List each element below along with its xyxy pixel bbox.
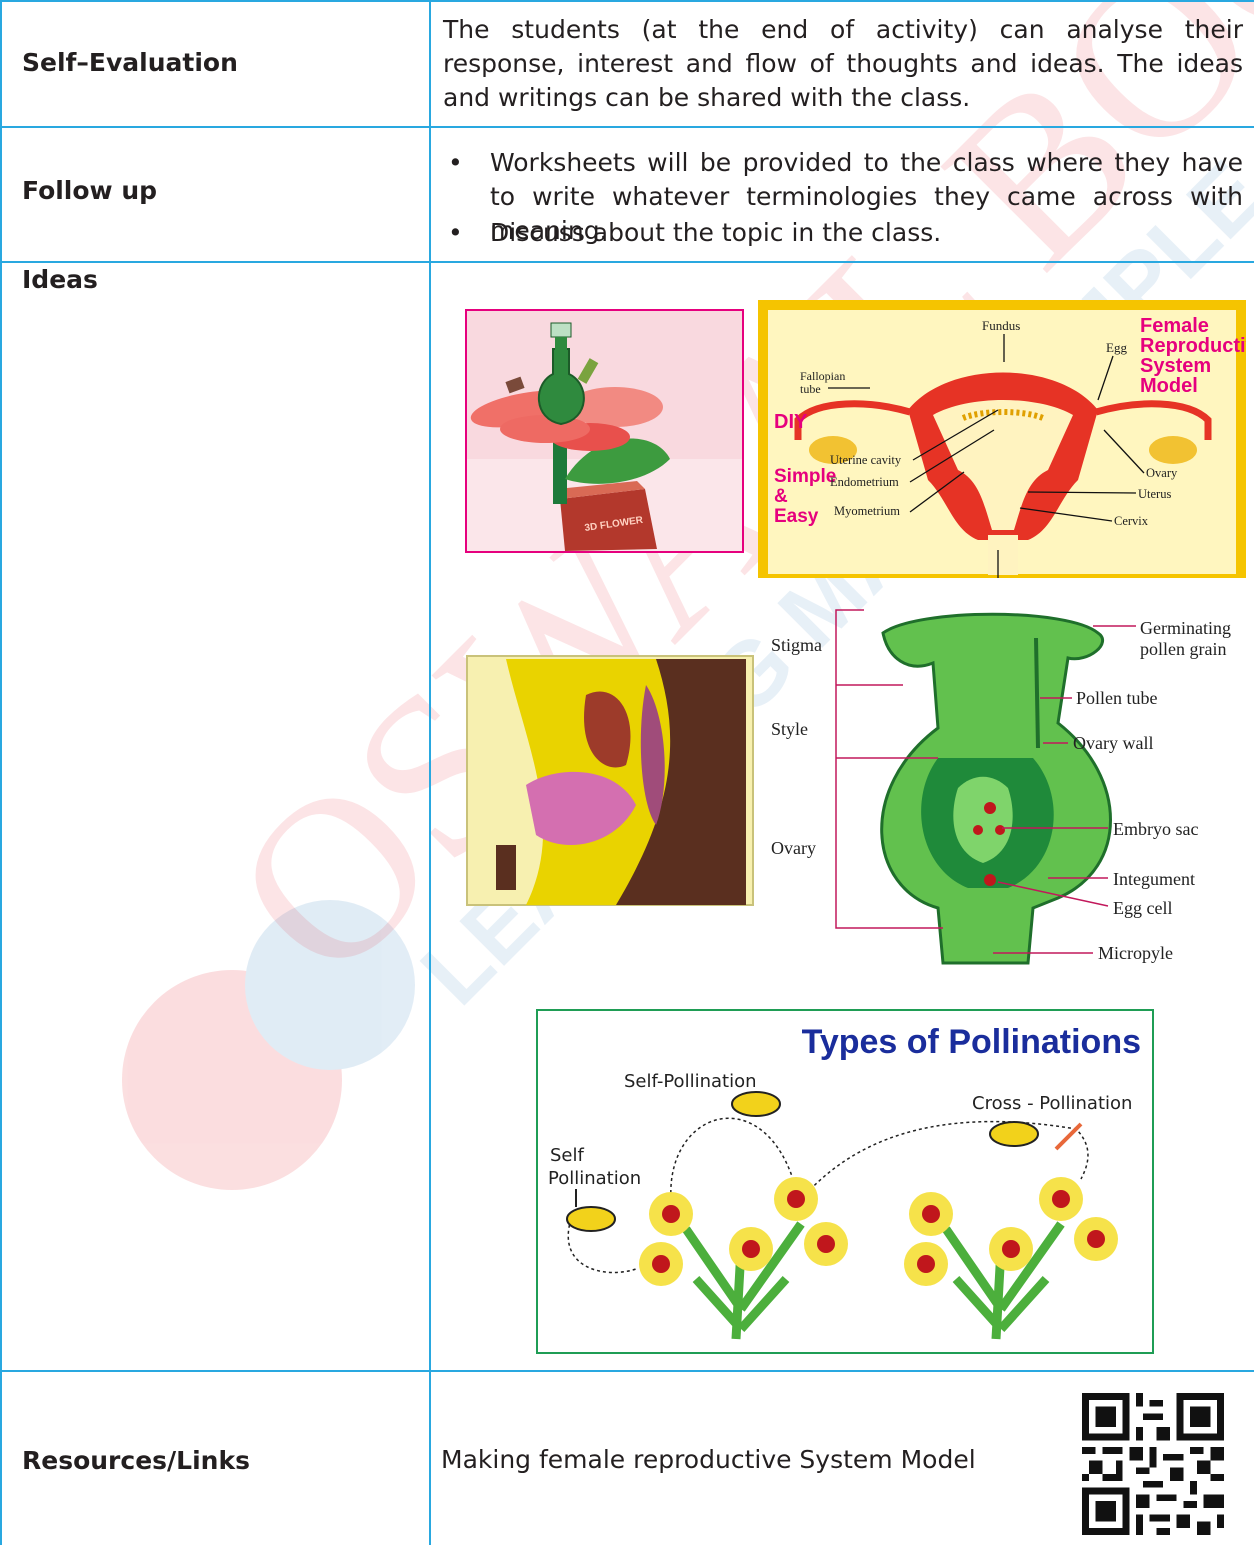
cross-pollination-label: Cross - Pollination [972, 1093, 1132, 1114]
table-border-left [0, 0, 2, 1545]
self-pollination-left-label-1: Self [550, 1145, 585, 1166]
row-divider-2 [0, 261, 1254, 263]
endometrium-label: Endometrium [830, 475, 899, 489]
svg-text:Simple: Simple [774, 466, 836, 487]
svg-text:System: System [1140, 355, 1211, 377]
ovary-label: Ovary [1146, 466, 1178, 480]
style-label: Style [771, 719, 808, 739]
svg-text:Reproductive: Reproductive [1140, 335, 1246, 357]
myometrium-label: Myometrium [834, 504, 900, 518]
integument-label: Integument [1113, 869, 1195, 889]
germinating-label-2: pollen grain [1140, 639, 1226, 659]
resources-link-text[interactable]: Making female reproductive System Model [441, 1443, 1061, 1477]
diy-label: DIY [774, 411, 808, 433]
follow-up-bullet-2-text: Discuss about the topic in the class. [490, 216, 1243, 250]
svg-text:Female: Female [1140, 315, 1209, 337]
micropyle-label: Micropyle [1098, 943, 1173, 963]
svg-text:Easy: Easy [774, 506, 819, 527]
egg-cell-label: Egg cell [1113, 898, 1172, 918]
side-view-model-photo [466, 655, 754, 906]
svg-text:Model: Model [1140, 375, 1198, 397]
svg-text:&: & [774, 486, 788, 507]
row-divider-1 [0, 126, 1254, 128]
stigma-label: Stigma [771, 635, 822, 655]
follow-up-bullet-2: • Discuss about the topic in the class. [448, 216, 1243, 252]
fallopian-label-1: Fallopian [800, 369, 845, 383]
self-evaluation-label: Self–Evaluation [22, 48, 238, 77]
ovary-left-label: Ovary [771, 838, 816, 858]
uterine-cavity-label: Uterine cavity [830, 453, 902, 467]
ovary-wall-label: Ovary wall [1073, 733, 1153, 753]
fallopian-label-2: tube [800, 382, 821, 396]
qr-code[interactable] [1082, 1393, 1224, 1535]
table-column-divider [429, 0, 431, 1545]
germinating-label-1: Germinating [1140, 618, 1231, 638]
follow-up-label: Follow up [22, 176, 157, 205]
pistil-diagram: Stigma Style Ovary Germinating pollen gr… [768, 598, 1246, 978]
self-pollination-top-label: Self-Pollination [624, 1071, 757, 1092]
fundus-label: Fundus [982, 318, 1020, 333]
self-pollination-left-label-2: Pollination [548, 1168, 641, 1189]
pollination-title: Types of Pollinations [802, 1023, 1141, 1061]
pollen-tube-label: Pollen tube [1076, 688, 1158, 708]
self-evaluation-text: The students (at the end of activity) ca… [443, 13, 1243, 115]
resources-label: Resources/Links [22, 1446, 250, 1475]
egg-label: Egg [1106, 340, 1127, 355]
row-divider-3 [0, 1370, 1254, 1372]
pollination-diagram: Types of Pollinations Self-Pollination C… [536, 1009, 1154, 1354]
bullet-marker: • [448, 146, 463, 180]
female-reproductive-model: Female Reproductive System Model DIY Sim… [758, 300, 1246, 578]
uterus-label: Uterus [1138, 487, 1171, 501]
cervix-label: Cervix [1114, 514, 1149, 528]
ideas-label: Ideas [22, 265, 98, 294]
table-border-top [0, 0, 1254, 2]
embryo-sac-label: Embryo sac [1113, 819, 1198, 839]
bullet-marker: • [448, 216, 463, 250]
flower-model-photo: 3D FLOWER [465, 309, 744, 553]
